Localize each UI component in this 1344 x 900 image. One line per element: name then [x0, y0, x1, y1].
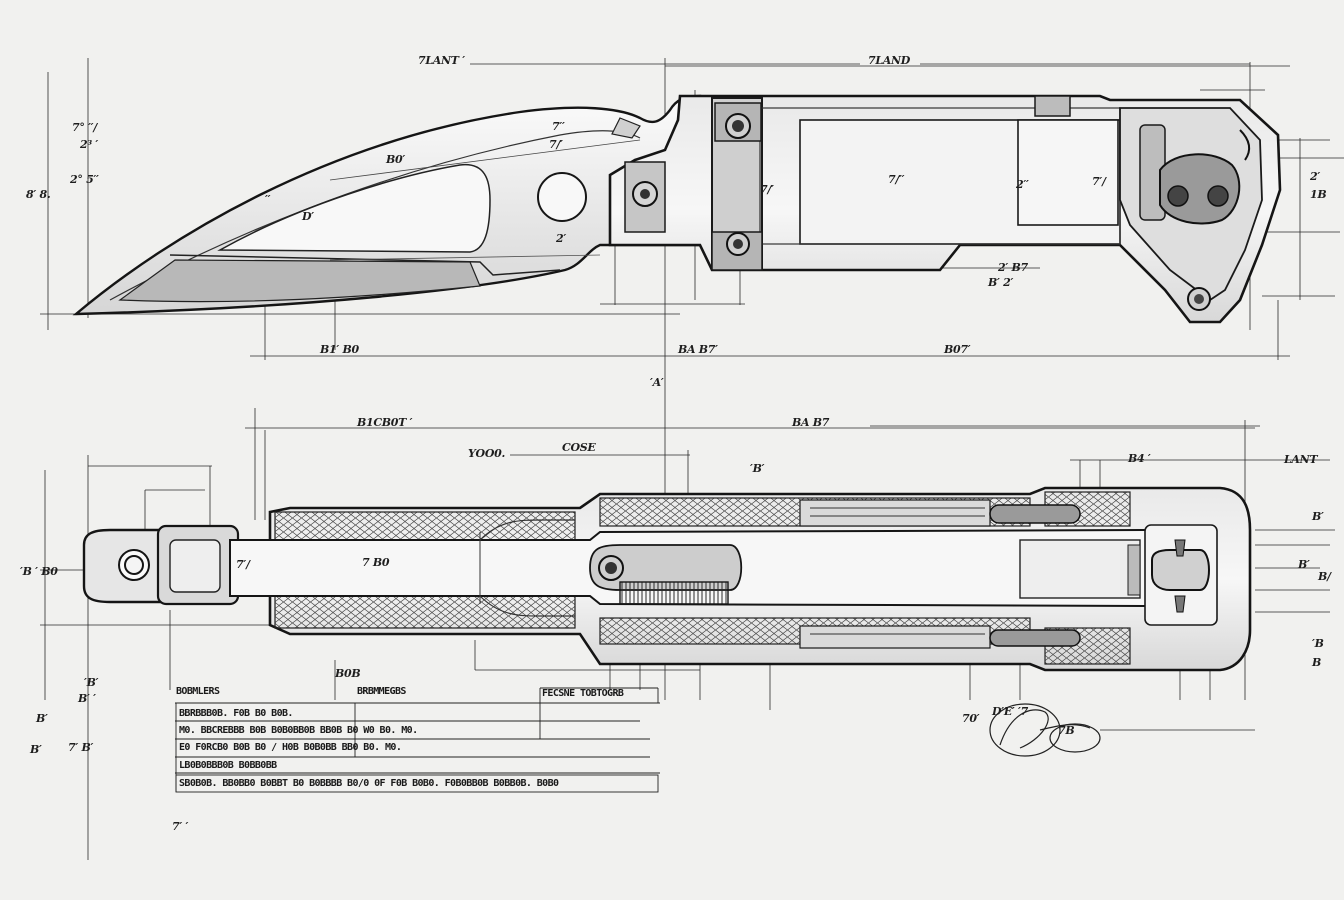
label-handle-d: 7′/: [1092, 175, 1106, 188]
label-blade-d: D′: [302, 210, 314, 223]
label-sig-b: D′E′ ′7: [992, 705, 1029, 718]
label-blade-a: B0′: [386, 153, 405, 166]
label-left-dim-d: 8′ 8.: [26, 188, 51, 201]
label-cose: COSE: [562, 441, 596, 454]
label-side-r5: B: [1312, 656, 1321, 669]
label-side-lower-x: B′: [30, 743, 42, 756]
label-blade-f: 2′: [556, 232, 566, 245]
label-blade-b: 7′′: [552, 120, 565, 133]
label-side-top-b: BA B7: [792, 416, 830, 429]
label-mid-a: 2′ B7: [998, 261, 1028, 274]
blade-profile: [72, 94, 702, 316]
label-side-lower-a: ′B′: [84, 676, 99, 689]
label-yoo: YOO0.: [468, 447, 506, 460]
label-side-right-b: LANT: [1284, 453, 1318, 466]
label-side-inner-b: 7 B0: [362, 556, 390, 569]
label-handle-c: 2′′: [1016, 178, 1029, 191]
spec-table-header-mid: BRBMMEGBS: [357, 686, 406, 697]
label-bottom-c: B07′: [944, 343, 971, 356]
label-side-top-a: B1CB0T ′: [357, 416, 413, 429]
handle-profile: [608, 94, 1282, 324]
spec-table-lines: [175, 687, 660, 793]
label-right-a: 2′: [1310, 170, 1320, 183]
label-blade-e: ′′: [265, 193, 271, 206]
label-side-lower-e: B0B: [335, 667, 361, 680]
signature-mark: [989, 703, 1101, 757]
spec-table-row-3: E0 F0RCB0 B0B B0 / H0B B0B0BB BB0 B0. M0…: [179, 742, 402, 753]
label-side-right-a: B4 ′: [1128, 452, 1151, 465]
label-side-lower-d: 7′ B′: [68, 741, 94, 754]
side-view-body: [82, 486, 1252, 672]
spec-table-header-right: FECSNE TOBTOGRB: [542, 688, 624, 699]
label-side-r3: B/: [1318, 570, 1331, 583]
label-bottom-b: BA B7′: [678, 343, 718, 356]
spec-table-row-1: BBRBBB0B. F0B B0 B0B.: [179, 708, 293, 719]
spec-table-row-2: M0. BBCREBBB B0B B0B0BB0B BB0B B0 W0 B0.…: [179, 725, 418, 736]
label-bottom-a: B1′ B0: [320, 343, 359, 356]
label-handle-b: 7/′′: [888, 173, 905, 186]
label-side-r4: ′B: [1312, 637, 1324, 650]
spec-table-row-4: LB0B0BBB0B B0BB0BB: [179, 760, 277, 771]
label-center: ′A′: [650, 376, 664, 389]
spec-table-row-5: SB0B0B. BB0BB0 B0BBT B0 B0BBBB B0/0 0F F…: [179, 778, 559, 789]
label-side-r1: B′: [1312, 510, 1324, 523]
label-handle-a: 7/′: [760, 183, 774, 196]
label-side-lower-c: B′: [36, 712, 48, 725]
label-side-inner-a: 7′/: [236, 558, 250, 571]
label-side-r2: B′: [1298, 558, 1310, 571]
label-mid-b: B′ 2′: [988, 276, 1014, 289]
label-side-lower-b: B′ ′: [78, 692, 96, 705]
label-left-dim-c: 2° 5′′: [70, 173, 99, 186]
label-side-mid-a: ′B′: [750, 462, 765, 475]
label-right-b: 1B: [1310, 188, 1327, 201]
label-blade-c: 7/′: [549, 138, 563, 151]
label-side-bottom: 7′ ′: [172, 820, 189, 833]
label-sig-c: 7B: [1058, 724, 1075, 737]
label-handle-length: 7LAND: [868, 54, 911, 67]
label-sig-a: 70′: [962, 712, 980, 725]
spec-table-header-left: BOBMLERS: [176, 686, 220, 697]
label-overall-length: 7LANT ′: [418, 54, 465, 67]
label-left-dim-b: 2³ ′: [80, 138, 99, 151]
label-left-dim-a: 7° ′′/: [72, 121, 98, 134]
label-side-left-dim: ′B ′ B0: [20, 565, 58, 578]
